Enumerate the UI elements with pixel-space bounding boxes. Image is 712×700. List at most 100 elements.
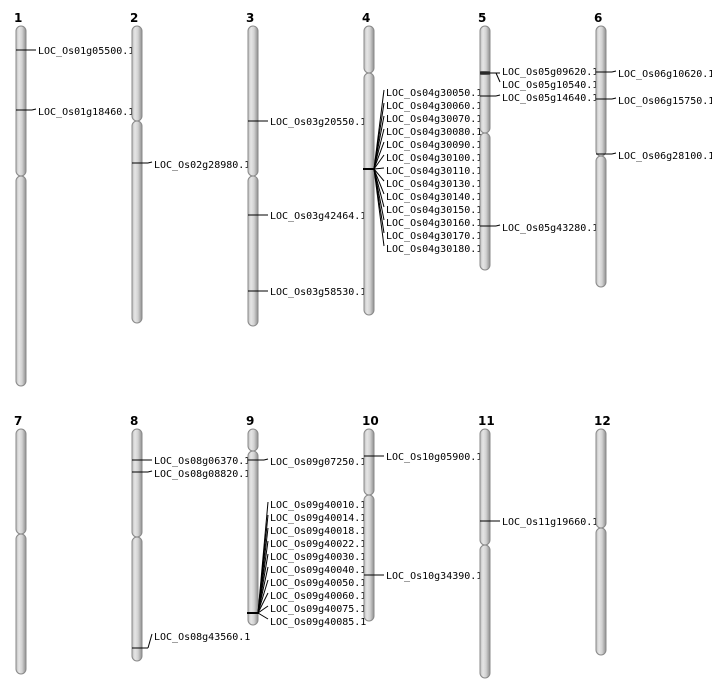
chromosome-number: 3: [246, 11, 254, 25]
gene-label: LOC_Os05g14640.1: [502, 93, 598, 104]
gene-label: LOC_Os06g28100.1: [618, 151, 712, 162]
chromosome-number: 1: [14, 11, 22, 25]
gene-connector: [147, 161, 153, 164]
chromosome-arm: [247, 175, 259, 327]
chromosome-arm: [479, 132, 491, 271]
gene-label: LOC_Os04g30180.1: [386, 244, 482, 255]
gene-label: LOC_Os01g18460.1: [38, 107, 134, 118]
gene-label: LOC_Os05g10540.1: [502, 80, 598, 91]
gene-connector: [373, 128, 385, 170]
gene-connector: [257, 605, 269, 614]
gene-label: LOC_Os03g42464.1: [270, 211, 366, 222]
gene-connector: [373, 168, 385, 182]
chromosome-number: 5: [478, 11, 486, 25]
gene-label: LOC_Os09g40050.1: [270, 578, 366, 589]
chromosome-arm: [131, 536, 143, 662]
gene-label: LOC_Os09g40085.1: [270, 617, 366, 628]
chromosome-arm: [15, 25, 27, 177]
chromosome-arm: [247, 25, 259, 177]
chromosome-arm: [363, 72, 375, 316]
gene-connector: [147, 470, 153, 473]
gene-label: LOC_Os08g08820.1: [154, 469, 250, 480]
gene-label: LOC_Os03g20550.1: [270, 117, 366, 128]
gene-label: LOC_Os05g43280.1: [502, 223, 598, 234]
gene-label: LOC_Os09g07250.1: [270, 457, 366, 468]
gene-connector: [373, 141, 385, 170]
gene-label: LOC_Os01g05500.1: [38, 46, 134, 57]
chromosome-arm: [131, 25, 143, 122]
chromosome-arm: [595, 527, 607, 656]
gene-connector: [495, 224, 501, 227]
gene-label: LOC_Os04g30080.1: [386, 127, 482, 138]
gene-label: LOC_Os08g06370.1: [154, 456, 250, 467]
gene-label: LOC_Os09g40075.1: [270, 604, 366, 615]
chromosome-arm: [595, 155, 607, 288]
gene-label: LOC_Os02g28980.1: [154, 160, 250, 171]
chromosome-number: 12: [594, 414, 611, 428]
chromosome-number: 6: [594, 11, 602, 25]
gene-label: LOC_Os05g09620.1: [502, 67, 598, 78]
gene-label: LOC_Os10g34390.1: [386, 571, 482, 582]
gene-label: LOC_Os09g40060.1: [270, 591, 366, 602]
gene-label: LOC_Os04g30130.1: [386, 179, 482, 190]
gene-label: LOC_Os06g10620.1: [618, 69, 712, 80]
chromosome-number: 2: [130, 11, 138, 25]
gene-label: LOC_Os09g40022.1: [270, 539, 366, 550]
gene-connector: [263, 458, 269, 461]
gene-connector: [611, 70, 617, 73]
chromosome-arm: [479, 428, 491, 546]
gene-label: LOC_Os09g40018.1: [270, 526, 366, 537]
gene-label: LOC_Os04g30150.1: [386, 205, 482, 216]
chromosome-arm: [15, 428, 27, 535]
gene-label: LOC_Os04g30140.1: [386, 192, 482, 203]
gene-label: LOC_Os03g58530.1: [270, 287, 366, 298]
chromosome-arm: [595, 428, 607, 529]
gene-label: LOC_Os04g30110.1: [386, 166, 482, 177]
gene-label: LOC_Os10g05900.1: [386, 452, 482, 463]
chromosome-number: 4: [362, 11, 370, 25]
chromosome-number: 9: [246, 414, 254, 428]
gene-label: LOC_Os04g30100.1: [386, 153, 482, 164]
chromosome-number: 10: [362, 414, 379, 428]
gene-connector: [257, 566, 269, 614]
gene-connector: [373, 154, 385, 170]
gene-label: LOC_Os09g40014.1: [270, 513, 366, 524]
gene-label: LOC_Os04g30090.1: [386, 140, 482, 151]
gene-connector: [31, 108, 37, 111]
gene-connector: [373, 168, 385, 195]
gene-connector: [611, 97, 617, 100]
gene-connector: [373, 167, 385, 170]
gene-label: LOC_Os04g30070.1: [386, 114, 482, 125]
chromosome-arm: [15, 175, 27, 387]
gene-label: LOC_Os11g19660.1: [502, 517, 598, 528]
gene-label: LOC_Os09g40010.1: [270, 500, 366, 511]
chromosome-arm: [363, 494, 375, 622]
chromosome-arm: [363, 25, 375, 74]
chromosome-number: 7: [14, 414, 22, 428]
gene-connector: [495, 94, 501, 97]
gene-connector: [373, 115, 385, 170]
gene-label: LOC_Os06g15750.1: [618, 96, 712, 107]
gene-connector: [257, 579, 269, 614]
gene-connector: [495, 72, 501, 83]
chromosome-number: 11: [478, 414, 495, 428]
gene-connector: [257, 612, 269, 620]
chromosome-arm: [479, 25, 491, 134]
gene-label: LOC_Os04g30060.1: [386, 101, 482, 112]
gene-label: LOC_Os09g40040.1: [270, 565, 366, 576]
gene-connector: [257, 592, 269, 614]
chromosome-arm: [479, 544, 491, 679]
gene-label: LOC_Os09g40030.1: [270, 552, 366, 563]
chromosome-arm: [131, 428, 143, 538]
chromosome-arm: [247, 450, 259, 626]
chromosome-arm: [131, 120, 143, 324]
chromosome-arm: [15, 533, 27, 675]
gene-label: LOC_Os04g30160.1: [386, 218, 482, 229]
gene-label: LOC_Os04g30170.1: [386, 231, 482, 242]
gene-label: LOC_Os08g43560.1: [154, 632, 250, 643]
chromosome-arm: [363, 428, 375, 496]
chromosome-arm: [247, 428, 259, 452]
chromosome-arm: [595, 25, 607, 157]
chromosome-number: 8: [130, 414, 138, 428]
